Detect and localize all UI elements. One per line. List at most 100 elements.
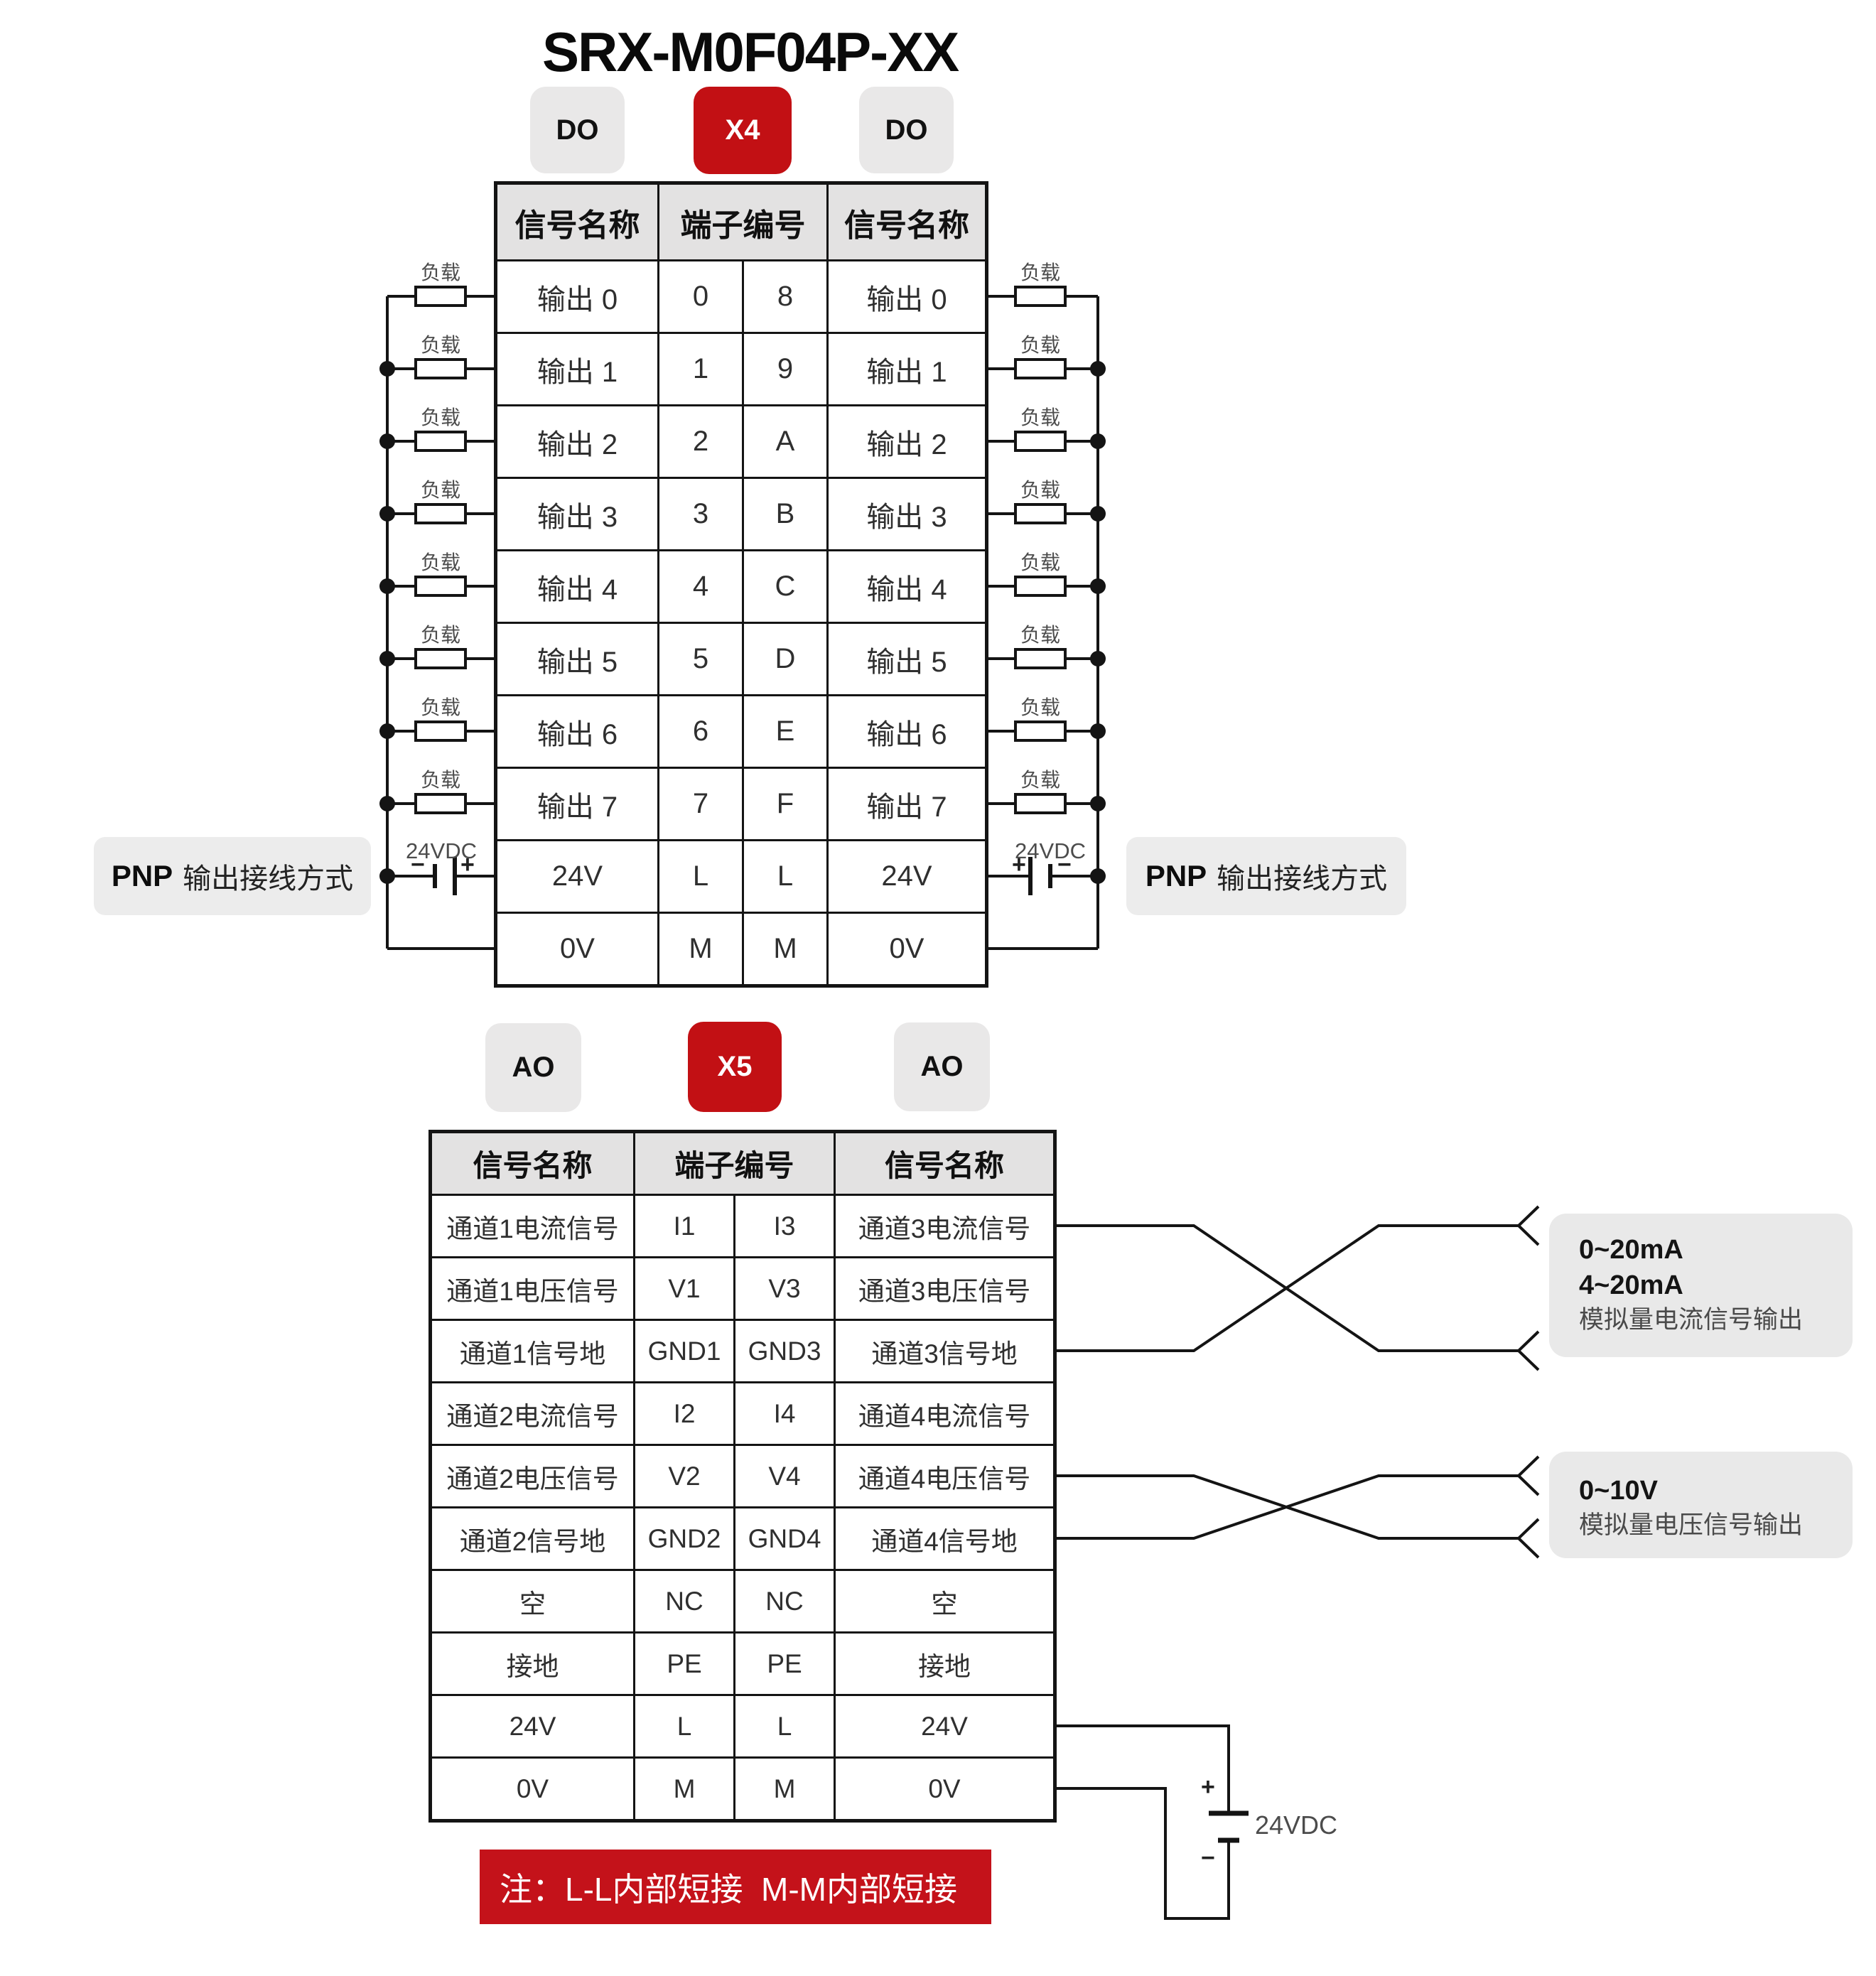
signal-cell: 输出 0 xyxy=(497,261,657,332)
current-output-callout: 0~20mA 4~20mA 模拟量电流信号输出 xyxy=(1549,1214,1853,1357)
column-header: 信号名称 xyxy=(497,185,657,259)
terminal-cell: M xyxy=(659,914,742,984)
load-label: 负载 xyxy=(1020,406,1060,428)
junction-dot xyxy=(1090,578,1106,594)
wire xyxy=(1057,1724,1230,1813)
terminal-cell: 9 xyxy=(744,334,826,404)
terminal-cell: GND2 xyxy=(635,1508,733,1569)
junction-dot xyxy=(379,651,395,666)
terminal-cell: PE xyxy=(635,1634,733,1694)
terminal-cell: GND4 xyxy=(735,1508,834,1569)
terminal-cell: 0 xyxy=(659,261,742,332)
badge-do-left-label: DO xyxy=(556,114,599,146)
load-label: 负载 xyxy=(420,551,460,573)
junction-dot xyxy=(1090,651,1106,666)
load-resistor xyxy=(1014,503,1067,524)
analog-output-wiring xyxy=(1057,1205,1540,1559)
voltage-output-desc: 模拟量电压信号输出 xyxy=(1579,1511,1804,1539)
signal-cell: 输出 1 xyxy=(497,334,657,404)
minus-sign: − xyxy=(1057,851,1072,878)
voltage-range: 0~10V xyxy=(1579,1476,1658,1506)
badge-ao-left-label: AO xyxy=(512,1052,555,1083)
note-text: 注：L-L内部短接 M-M内部短接 xyxy=(500,1870,957,1908)
terminal-cell: V2 xyxy=(635,1446,733,1506)
minus-sign: − xyxy=(1201,1845,1215,1872)
load-resistor xyxy=(414,503,467,524)
signal-cell: 输出 6 xyxy=(829,696,985,767)
badge-x5: X5 xyxy=(688,1022,782,1112)
load-label: 负载 xyxy=(1020,479,1060,501)
badge-x4-label: X4 xyxy=(725,114,760,146)
badge-x4: X4 xyxy=(694,87,792,174)
top-right-wiring xyxy=(986,286,1099,950)
terminal-cell: M xyxy=(735,1759,834,1819)
terminal-cell: I3 xyxy=(735,1196,834,1256)
load-label: 负载 xyxy=(1020,551,1060,573)
terminal-cell: 7 xyxy=(659,769,742,839)
signal-cell: 通道4电压信号 xyxy=(836,1446,1053,1506)
terminal-cell: 2 xyxy=(659,406,742,477)
signal-cell: 输出 7 xyxy=(497,769,657,839)
badge-do-left: DO xyxy=(530,87,625,173)
signal-cell: 通道3电压信号 xyxy=(836,1258,1053,1319)
pnp-text: 输出接线方式 xyxy=(1217,863,1388,895)
signal-cell: 输出 3 xyxy=(497,479,657,549)
signal-cell: 输出 5 xyxy=(829,624,985,694)
signal-cell: 输出 4 xyxy=(497,551,657,622)
signal-cell: 通道2电压信号 xyxy=(432,1446,633,1506)
badge-ao-left: AO xyxy=(485,1023,581,1112)
current-output-desc: 模拟量电流信号输出 xyxy=(1579,1306,1804,1334)
terminal-cell: I1 xyxy=(635,1196,733,1256)
signal-cell: 24V xyxy=(432,1696,633,1756)
load-label: 负载 xyxy=(1020,261,1060,284)
wire xyxy=(1057,1787,1230,1920)
terminal-cell: 8 xyxy=(744,261,826,332)
load-resistor xyxy=(414,648,467,669)
signal-cell: 接地 xyxy=(836,1634,1053,1694)
load-label: 负载 xyxy=(420,406,460,428)
load-resistor xyxy=(1014,576,1067,597)
junction-dot xyxy=(379,723,395,739)
junction-dot xyxy=(379,433,395,449)
load-label: 负载 xyxy=(420,479,460,501)
twisted-pair-wire xyxy=(1057,1205,1540,1352)
terminal-cell: L xyxy=(744,841,826,912)
terminal-cell: L xyxy=(735,1696,834,1756)
signal-cell: 空 xyxy=(432,1571,633,1631)
load-resistor xyxy=(414,793,467,814)
signal-cell: 通道1电压信号 xyxy=(432,1258,633,1319)
badge-ao-right: AO xyxy=(894,1022,990,1111)
terminal-cell: NC xyxy=(635,1571,733,1631)
load-resistor xyxy=(1014,793,1067,814)
signal-cell: 通道3电流信号 xyxy=(836,1196,1053,1256)
terminal-cell: I4 xyxy=(735,1383,834,1444)
terminal-cell: B xyxy=(744,479,826,549)
junction-dot xyxy=(379,868,395,884)
load-resistor xyxy=(1014,648,1067,669)
signal-cell: 输出 3 xyxy=(829,479,985,549)
bottom-psu-wiring xyxy=(1057,1724,1249,1920)
signal-cell: 通道1电流信号 xyxy=(432,1196,633,1256)
column-header: 端子编号 xyxy=(659,185,826,259)
load-resistor xyxy=(414,286,467,307)
current-range-1: 0~20mA xyxy=(1579,1235,1683,1265)
signal-cell: 接地 xyxy=(432,1634,633,1694)
load-label: 负载 xyxy=(420,769,460,791)
signal-cell: 输出 2 xyxy=(829,406,985,477)
column-header: 端子编号 xyxy=(635,1133,834,1194)
terminal-cell: L xyxy=(659,841,742,912)
signal-cell: 通道4电流信号 xyxy=(836,1383,1053,1444)
terminal-cell: 3 xyxy=(659,479,742,549)
terminal-cell: C xyxy=(744,551,826,622)
terminal-cell: M xyxy=(635,1759,733,1819)
terminal-cell: GND1 xyxy=(635,1321,733,1381)
twisted-pair-wire xyxy=(1057,1224,1540,1371)
load-resistor xyxy=(414,358,467,379)
load-resistor xyxy=(1014,286,1067,307)
top-right-junctions xyxy=(1090,361,1106,884)
terminal-cell: F xyxy=(744,769,826,839)
terminal-cell: 4 xyxy=(659,551,742,622)
junction-dot xyxy=(1090,868,1106,884)
load-label: 负载 xyxy=(420,261,460,284)
